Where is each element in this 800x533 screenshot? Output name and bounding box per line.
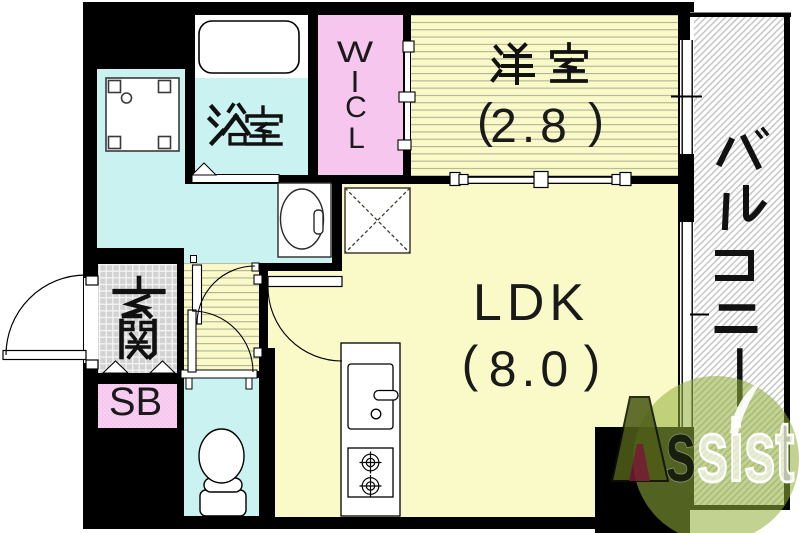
svg-text:): ) [584,336,601,392]
svg-text:sist: sist [697,403,794,500]
svg-text:C: C [345,91,367,124]
svg-text:W: W [337,36,374,69]
svg-text:SB: SB [109,380,162,424]
svg-text:(: ( [462,336,479,392]
svg-text:LDK: LDK [473,274,589,332]
svg-text:): ) [588,95,604,148]
svg-text:2.8: 2.8 [490,100,572,153]
svg-text:8.0: 8.0 [489,341,574,397]
svg-text:(: ( [477,95,493,148]
svg-text:L: L [348,122,365,155]
svg-text:s: s [665,403,696,500]
